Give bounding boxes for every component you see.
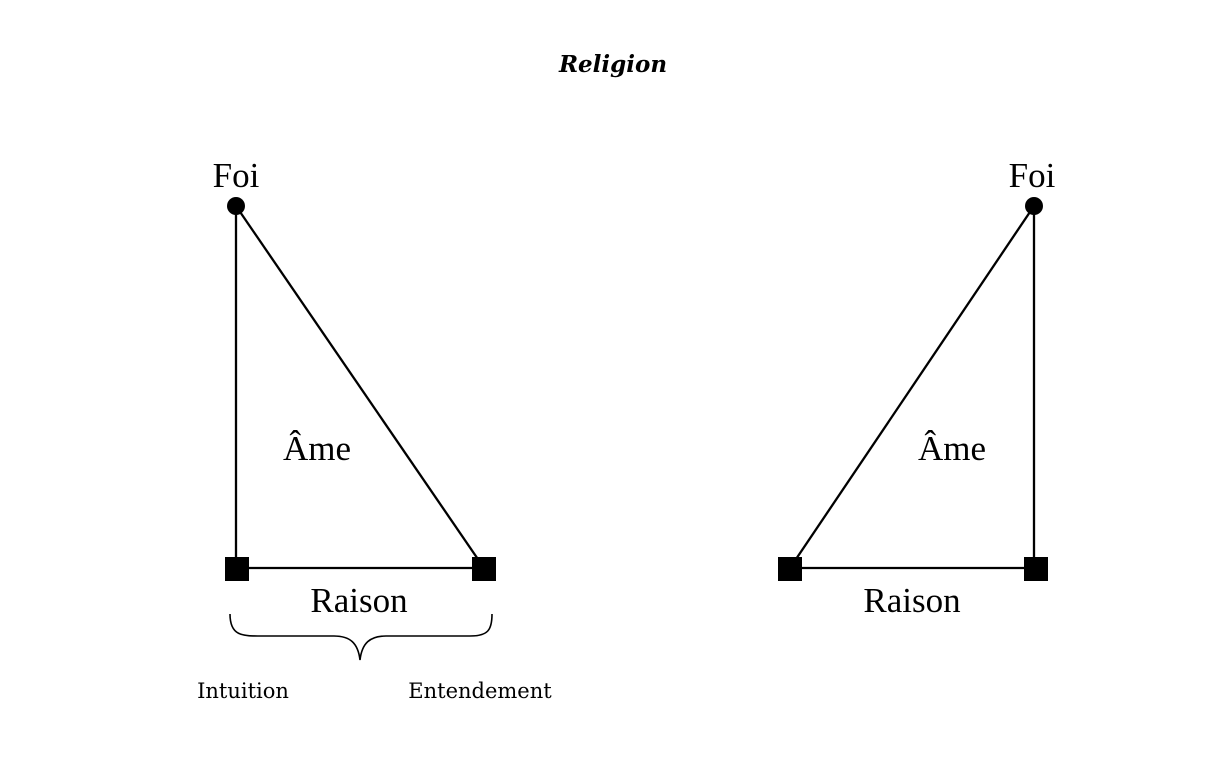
left-triangle: Foi Âme Raison Intuition Entendement [197,156,552,703]
diagram-title: Religion [558,51,667,78]
left-ame-label: Âme [283,429,351,468]
right-foi-label: Foi [1009,156,1056,195]
right-raison-label: Raison [863,581,960,620]
right-bottom-right-node [1024,557,1048,581]
left-bottom-left-node [225,557,249,581]
left-foi-node [227,197,245,215]
left-hypotenuse-edge [235,205,485,569]
right-bottom-left-node [778,557,802,581]
right-foi-node [1025,197,1043,215]
left-foi-label: Foi [213,156,260,195]
left-curly-brace [229,613,493,661]
right-hypotenuse-edge [789,205,1035,569]
intuition-label: Intuition [197,679,289,703]
entendement-label: Entendement [408,679,552,703]
left-raison-label: Raison [310,581,407,620]
left-bottom-right-node [472,557,496,581]
right-triangle: Foi Âme Raison [778,156,1056,620]
right-ame-label: Âme [918,429,986,468]
